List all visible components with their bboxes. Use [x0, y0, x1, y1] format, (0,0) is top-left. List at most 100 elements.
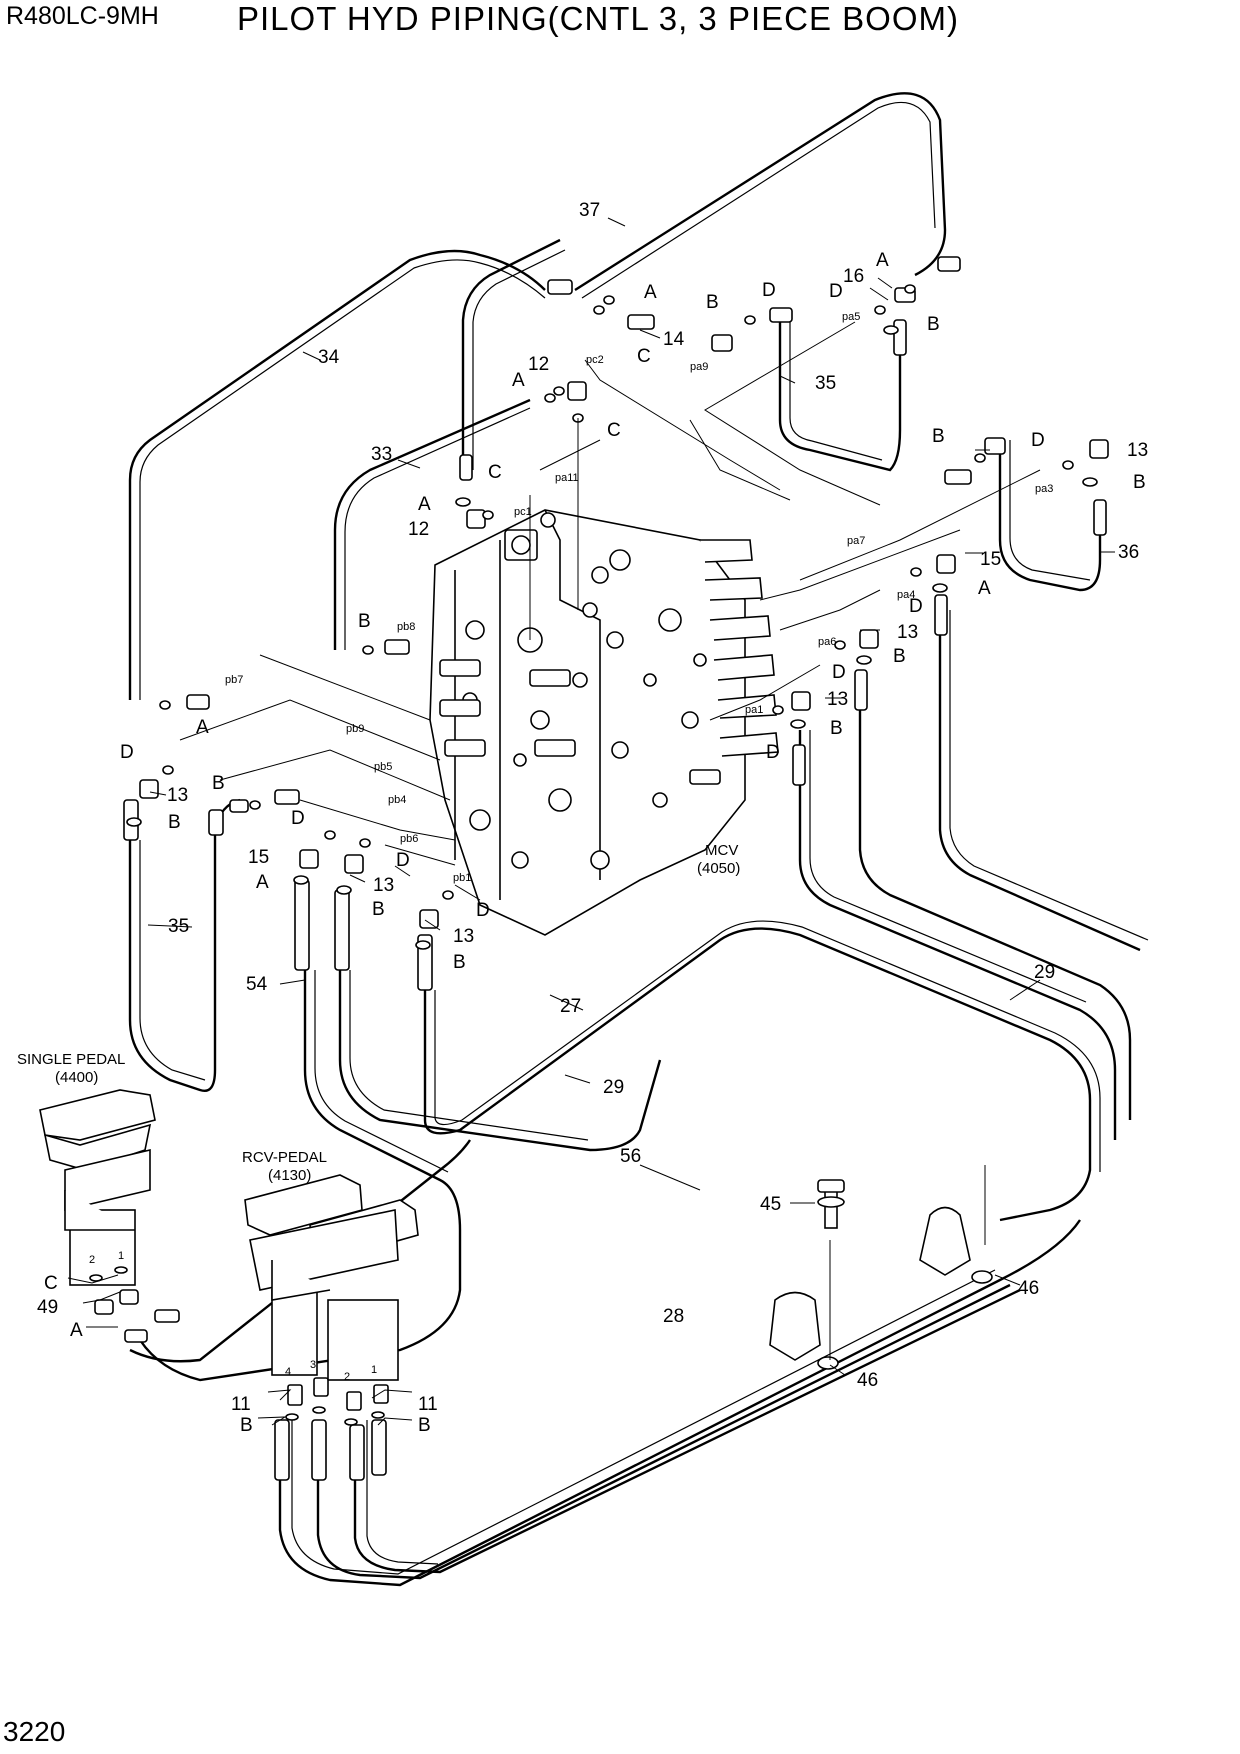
- seal-label-d: D: [766, 742, 780, 763]
- seal-label-c: C: [488, 462, 502, 483]
- seal-label-c: C: [44, 1273, 58, 1294]
- port-label: pa5: [842, 311, 860, 323]
- callout-28: 28: [663, 1306, 684, 1327]
- port-label: pb7: [225, 674, 243, 686]
- callout-leaders: [67, 217, 1115, 1426]
- mcv-valve-block: [429, 509, 779, 936]
- seal-label-b: B: [168, 812, 181, 833]
- seal-label-b: B: [240, 1415, 253, 1436]
- callout-13-d: 13: [167, 785, 188, 806]
- port-label: pa11: [555, 472, 579, 484]
- seal-label-a: A: [978, 578, 991, 599]
- seal-label-a: A: [512, 370, 525, 391]
- seal-label-d: D: [396, 850, 410, 871]
- callout-12-lower: 12: [408, 519, 429, 540]
- callout-56: 56: [620, 1146, 641, 1167]
- pedal-port-number: 1: [118, 1250, 124, 1262]
- callout-15-right: 15: [980, 549, 1001, 570]
- port-label: pb9: [346, 723, 364, 735]
- clamps: [769, 1179, 993, 1370]
- rcv-pedal: [244, 1174, 419, 1381]
- seal-label-b: B: [212, 773, 225, 794]
- rcv-pedal-ref: (4130): [268, 1167, 311, 1184]
- port-label: pa9: [690, 361, 708, 373]
- seal-label-b: B: [358, 611, 371, 632]
- callout-14: 14: [663, 329, 685, 350]
- seal-label-d: D: [829, 281, 843, 302]
- callout-16: 16: [843, 266, 864, 287]
- seal-label-d: D: [1031, 430, 1045, 451]
- seal-label-a: A: [418, 494, 431, 515]
- single-pedal: [39, 1089, 156, 1286]
- callout-34: 34: [318, 347, 340, 368]
- seal-label-a: A: [196, 717, 209, 738]
- pedal-port-number: 2: [344, 1371, 350, 1383]
- callout-33: 33: [371, 444, 392, 465]
- callout-36: 36: [1118, 542, 1139, 563]
- port-label: pc1: [514, 506, 532, 518]
- callout-29-right: 29: [1034, 962, 1055, 983]
- callout-35-lower: 35: [168, 916, 189, 937]
- seal-label-d: D: [762, 280, 776, 301]
- seal-label-b: B: [927, 314, 940, 335]
- callout-numbers: 37 34 33 35 35 36 16 14 12 12 13 13 13 1…: [37, 200, 1148, 1415]
- port-label: pb6: [400, 833, 418, 845]
- callout-27: 27: [560, 996, 581, 1017]
- callout-13-b: 13: [897, 622, 918, 643]
- callout-11-right: 11: [418, 1394, 438, 1415]
- port-label: pa3: [1035, 483, 1053, 495]
- pedal-port-number: 4: [285, 1366, 291, 1378]
- rcv-pedal-label: RCV-PEDAL: [242, 1149, 327, 1166]
- callout-35-upper: 35: [815, 373, 836, 394]
- page-number: 3220: [3, 1716, 66, 1747]
- seal-label-b: B: [932, 426, 945, 447]
- mcv-ref: (4050): [697, 860, 740, 877]
- seal-label-b: B: [418, 1415, 431, 1436]
- seal-label-a: A: [876, 250, 889, 271]
- seal-label-a: A: [256, 872, 269, 893]
- seal-label-b: B: [706, 292, 719, 313]
- port-label: pb5: [374, 761, 392, 773]
- mcv-label: MCV: [705, 842, 738, 859]
- callout-46-lower: 46: [857, 1370, 878, 1391]
- callout-13-c: 13: [827, 689, 848, 710]
- pedal-port-number: 2: [89, 1254, 95, 1266]
- seal-label-b: B: [1133, 472, 1146, 493]
- seal-label-b: B: [372, 899, 385, 920]
- callout-29-lower: 29: [603, 1077, 624, 1098]
- port-label: pa7: [847, 535, 865, 547]
- seal-letter-labels: A A A A A A A B B B B B B B B B B B B B …: [44, 250, 1146, 1436]
- callout-13-a: 13: [1127, 440, 1148, 461]
- single-pedal-ref: (4400): [55, 1069, 98, 1086]
- seal-label-d: D: [120, 742, 134, 763]
- port-leaders: [179, 321, 1041, 1360]
- seal-label-c: C: [607, 420, 621, 441]
- callout-37: 37: [579, 200, 600, 221]
- single-pedal-label: SINGLE PEDAL: [17, 1051, 125, 1068]
- page-title: PILOT HYD PIPING(CNTL 3, 3 PIECE BOOM): [237, 0, 959, 37]
- callout-49: 49: [37, 1297, 58, 1318]
- pedal-port-numbers: 2 1 4 3 2 1: [89, 1250, 377, 1383]
- callout-11-left: 11: [231, 1394, 251, 1415]
- port-label: pa4: [897, 589, 915, 601]
- seal-label-b: B: [893, 646, 906, 667]
- port-label: pb1: [453, 872, 471, 884]
- model-number: R480LC-9MH: [6, 2, 159, 30]
- seal-label-d: D: [291, 808, 305, 829]
- callout-46-upper: 46: [1018, 1278, 1039, 1299]
- hose-runs: [128, 92, 1149, 1587]
- seal-label-d: D: [832, 662, 846, 683]
- seal-label-c: C: [637, 346, 651, 367]
- seal-label-b: B: [453, 952, 466, 973]
- port-label: pb4: [388, 794, 406, 806]
- callout-13-e: 13: [373, 875, 394, 896]
- pedal-port-number: 3: [310, 1359, 316, 1371]
- seal-label-b: B: [830, 718, 843, 739]
- callout-45: 45: [760, 1194, 781, 1215]
- seal-label-a: A: [644, 282, 657, 303]
- callout-15-left: 15: [248, 847, 269, 868]
- port-labels: pc1 pc2 pa11 pa9 pa5 pa3 pa7 pa4 pa6 pa1…: [225, 311, 1053, 884]
- port-label: pa1: [745, 704, 763, 716]
- seal-label-a: A: [70, 1320, 83, 1341]
